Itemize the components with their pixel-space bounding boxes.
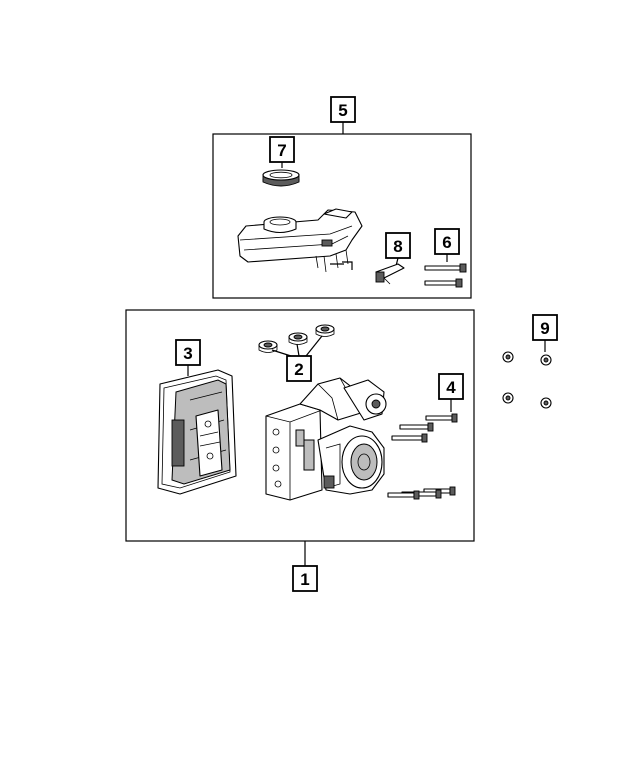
- mounting-nuts: [502, 351, 552, 409]
- svg-text:7: 7: [277, 141, 286, 160]
- module-mounting-bolts: [387, 413, 458, 500]
- isolator-grommets: [258, 324, 335, 353]
- callout-9[interactable]: 9: [532, 314, 558, 352]
- reservoir-bolts: [424, 263, 467, 288]
- svg-text:6: 6: [442, 233, 451, 252]
- svg-text:4: 4: [446, 378, 456, 397]
- callout-7[interactable]: 7: [269, 136, 295, 168]
- abs-hydraulic-unit: [265, 377, 387, 501]
- svg-text:8: 8: [393, 237, 402, 256]
- callout-8[interactable]: 8: [385, 232, 411, 267]
- callout-4[interactable]: 4: [438, 373, 464, 412]
- callout-3[interactable]: 3: [175, 339, 201, 376]
- reservoir-cap: [262, 169, 300, 187]
- electronic-control-module: [157, 369, 237, 495]
- callout-1[interactable]: 1: [292, 541, 318, 592]
- svg-text:9: 9: [540, 319, 549, 338]
- callout-6[interactable]: 6: [434, 228, 460, 262]
- svg-text:3: 3: [183, 344, 192, 363]
- abs-module-group-frame: [125, 309, 475, 542]
- callout-2[interactable]: 2: [271, 335, 323, 382]
- callout-5[interactable]: 5: [330, 96, 356, 134]
- svg-text:5: 5: [338, 101, 347, 120]
- svg-text:2: 2: [294, 360, 303, 379]
- master-cylinder-reservoir: [237, 208, 363, 273]
- fluid-level-sensor: [375, 263, 405, 285]
- master-cylinder-group-frame: [212, 133, 472, 299]
- svg-text:1: 1: [300, 570, 309, 589]
